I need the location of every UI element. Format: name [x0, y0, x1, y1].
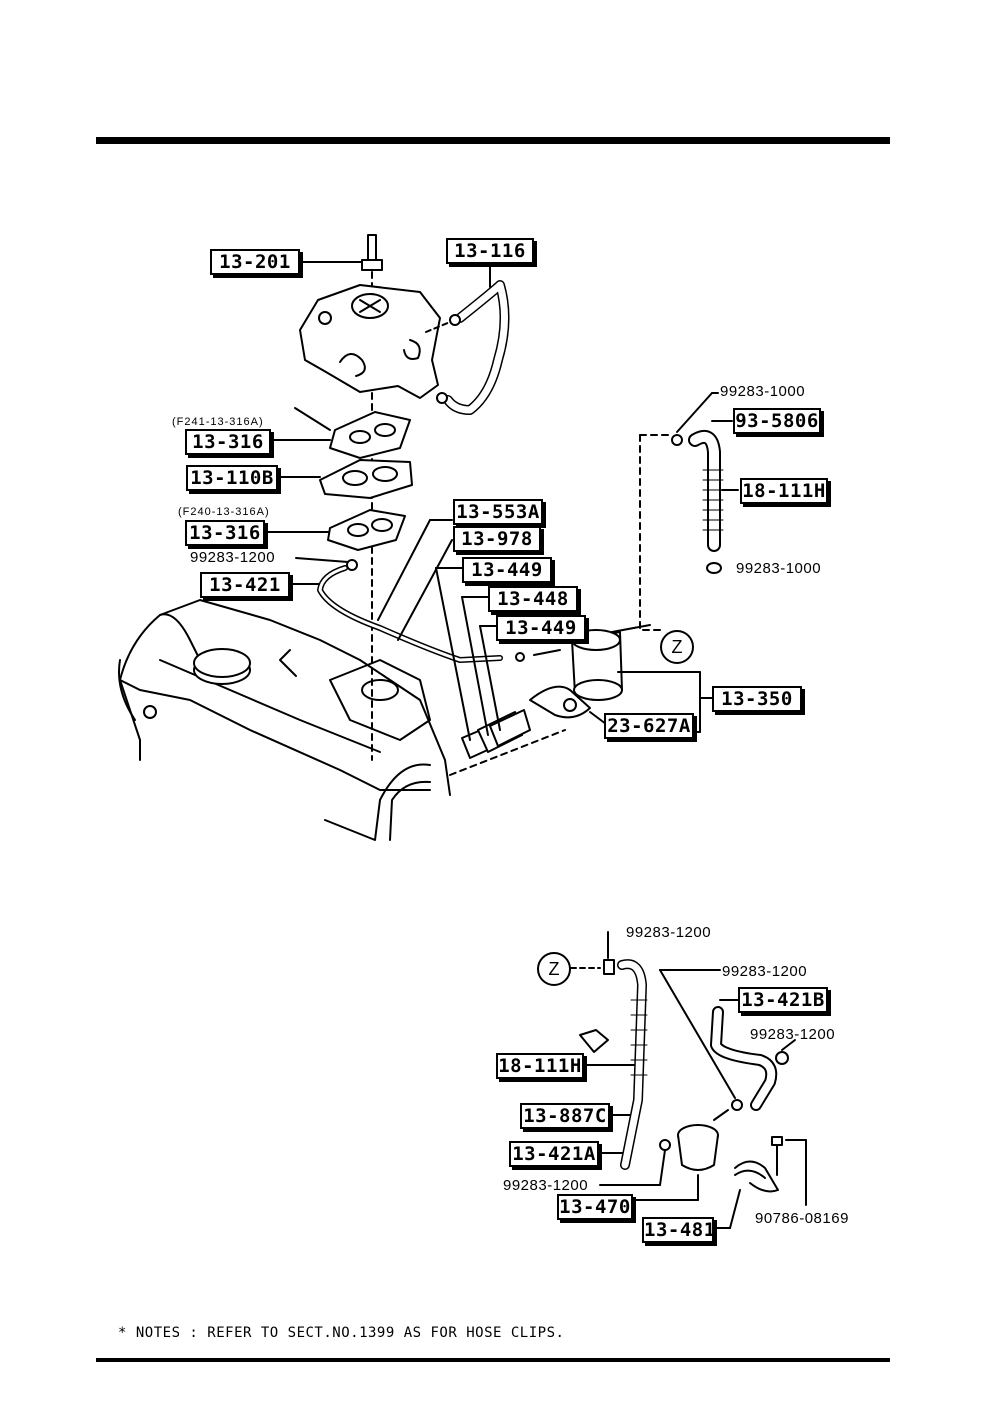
label-90786-08169: 90786-08169: [755, 1210, 849, 1227]
subnote-f240: (F240-13-316A): [178, 506, 270, 518]
carburetor: [299, 284, 451, 399]
callout-13-978: 13-978: [453, 526, 541, 552]
footer-note: * NOTES : REFER TO SECT.NO.1399 AS FOR H…: [118, 1325, 565, 1341]
callout-93-5806: 93-5806: [733, 408, 821, 434]
callout-13-110b: 13-110B: [186, 465, 278, 491]
engine-block: [118, 599, 451, 841]
callout-23-627a: 23-627A: [604, 713, 694, 739]
callout-13-470: 13-470: [557, 1194, 633, 1220]
z-marker-bottom: Z: [537, 952, 571, 986]
callout-13-316-lower: 13-316: [185, 520, 265, 546]
callout-13-316-upper: 13-316: [185, 429, 271, 455]
callout-13-449-upper: 13-449: [462, 557, 552, 583]
callout-13-421b: 13-421B: [738, 987, 828, 1013]
callout-18-111h-upper: 18-111H: [740, 478, 828, 504]
hose-18-111h-upper: [671, 392, 739, 574]
callout-18-111h-lower: 18-111H: [496, 1053, 584, 1079]
callout-13-116: 13-116: [446, 238, 534, 264]
callout-13-421: 13-421: [200, 572, 290, 598]
callout-13-350: 13-350: [712, 686, 802, 712]
callout-13-201: 13-201: [210, 249, 300, 275]
callout-13-481: 13-481: [642, 1217, 716, 1243]
callout-13-448: 13-448: [488, 586, 578, 612]
footer-rule: [96, 1358, 890, 1362]
callout-13-449-lower: 13-449: [496, 615, 586, 641]
label-99283-1200-right2: 99283-1200: [750, 1026, 836, 1043]
label-99283-1200-z: 99283-1200: [626, 924, 712, 941]
hose-13-116: [436, 261, 510, 415]
header-rule: [96, 137, 890, 144]
gasket-13-316-lower: [261, 509, 406, 551]
gasket-13-316-upper: [267, 407, 411, 459]
callout-13-887c: 13-887C: [520, 1103, 610, 1129]
label-99283-1000-top: 99283-1000: [720, 383, 806, 400]
pipe-13-421: [287, 557, 561, 663]
label-99283-1200-lower: 99283-1200: [503, 1177, 589, 1194]
label-99283-1200-right1: 99283-1200: [722, 963, 808, 980]
fuel-filter-assembly: [570, 931, 807, 1229]
fuel-pump-gaskets: [435, 567, 531, 759]
z-marker-top: Z: [660, 630, 694, 664]
label-99283-1000-bottom: 99283-1000: [736, 560, 822, 577]
fuel-pump-13-350: [529, 624, 713, 733]
subnote-f241: (F241-13-316A): [172, 416, 264, 428]
label-99283-1200-left: 99283-1200: [190, 549, 276, 566]
callout-13-553a: 13-553A: [453, 499, 543, 525]
callout-13-421a: 13-421A: [509, 1141, 599, 1167]
insulator-13-110b: [274, 459, 413, 499]
